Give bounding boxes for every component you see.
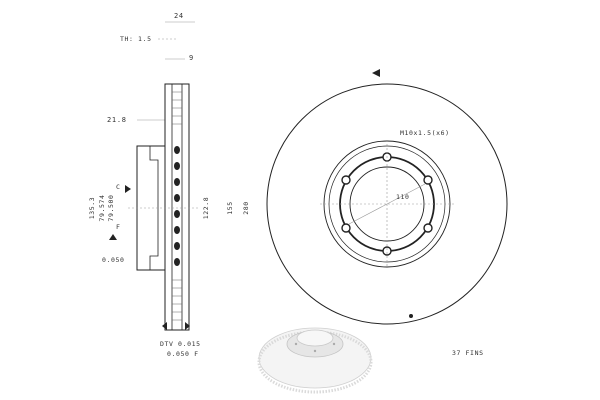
vent-holes xyxy=(174,146,180,266)
bolt-spec-label: M10x1.5(x6) xyxy=(400,129,450,137)
datum-c-arrow xyxy=(125,185,131,193)
bolt-holes xyxy=(341,152,433,256)
bolt-hole xyxy=(423,223,433,233)
hat-section xyxy=(136,145,166,271)
dim-135-3-label: 135.3 xyxy=(88,197,96,220)
marker-dot xyxy=(409,314,413,318)
bolt-hole xyxy=(382,246,392,256)
dim-79-574-label: 79.574 xyxy=(98,194,106,221)
disc-3d-render xyxy=(257,327,373,394)
render-vent-edge xyxy=(257,330,373,394)
thickness-label: TH: 1.5 xyxy=(120,35,152,43)
width-24-label: 24 xyxy=(174,12,184,20)
disc-outer-edge xyxy=(266,83,508,325)
rotation-arrow xyxy=(372,69,380,77)
front-view: M10x1.5(x6) 110 xyxy=(266,69,508,325)
side-section-view: 24 TH: 1.5 9 21.8 xyxy=(88,12,250,358)
dim-155-label: 155 xyxy=(226,201,234,215)
render-bolt xyxy=(294,342,298,346)
dtv-label: DTV 0.015 xyxy=(160,340,201,348)
bolt-hole xyxy=(341,175,351,185)
datum-f-triangle xyxy=(109,234,117,240)
dim-9-label: 9 xyxy=(189,54,194,62)
dtv-arrow-left xyxy=(162,322,167,330)
bolt-hole xyxy=(423,175,433,185)
cooling-fins xyxy=(172,91,182,321)
datum-c-label: C xyxy=(116,183,121,191)
render-bolt xyxy=(313,349,317,353)
dim-122-8-label: 122.8 xyxy=(202,197,210,220)
bolt-hole xyxy=(341,223,351,233)
dim-280-label: 280 xyxy=(242,201,250,215)
render-bolt xyxy=(332,342,336,346)
dim-79-500-label: 79.500 xyxy=(107,194,115,221)
runout-label: 0.050 xyxy=(102,256,125,264)
fins-label: 37 FINS xyxy=(452,349,484,357)
datum-f-label: F xyxy=(116,223,121,231)
rotor-section-outline xyxy=(164,83,190,331)
pcd-dimension-line xyxy=(348,183,426,225)
parallel-label: 0.050 F xyxy=(167,350,199,358)
dim-21-8-label: 21.8 xyxy=(107,116,127,124)
bolt-circle-label: 110 xyxy=(396,193,410,201)
dtv-arrow-right xyxy=(185,322,190,330)
render-bore xyxy=(296,329,334,347)
